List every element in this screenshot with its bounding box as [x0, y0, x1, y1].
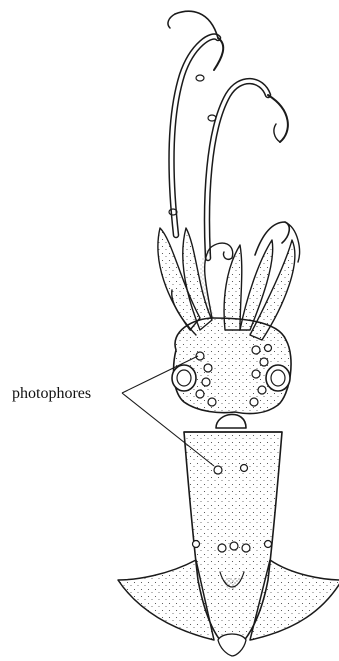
photophores-label: photophores [12, 385, 91, 403]
head [172, 318, 291, 414]
right-tentacle [207, 81, 288, 258]
funnel [216, 414, 246, 428]
